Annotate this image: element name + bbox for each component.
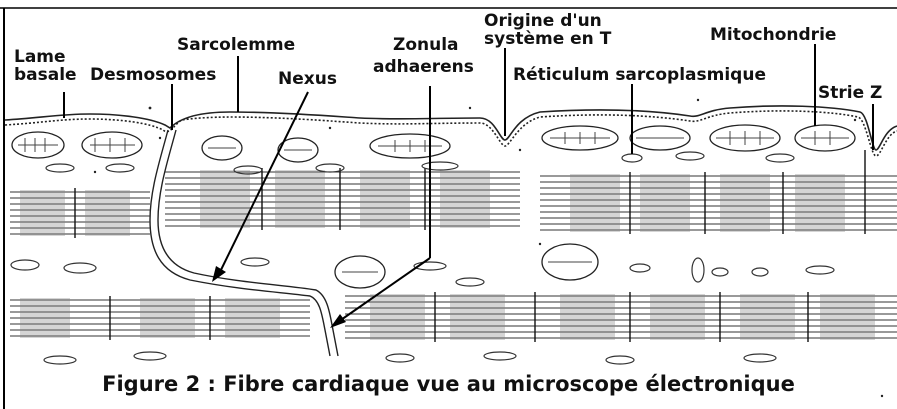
label-lame-basale-line1: Lame	[14, 48, 66, 66]
label-reticulum: Réticulum sarcoplasmique	[513, 66, 766, 84]
label-desmosomes: Desmosomes	[90, 66, 216, 84]
label-zonula-line2: adhaerens	[373, 58, 474, 76]
label-strie-z: Strie Z	[818, 84, 882, 102]
a-bands-bottom	[20, 294, 875, 340]
label-zonula-line1: Zonula	[393, 36, 459, 54]
figure-caption: Figure 2 : Fibre cardiaque vue au micros…	[0, 372, 897, 396]
label-sarcolemme: Sarcolemme	[177, 36, 295, 54]
label-origine-line1: Origine d'un	[484, 12, 602, 30]
stipple-dots	[94, 99, 883, 397]
label-nexus: Nexus	[278, 70, 337, 88]
label-mitochondrie: Mitochondrie	[710, 26, 836, 44]
arrowhead-nexus	[212, 266, 226, 282]
arrowhead-zonula	[330, 314, 346, 328]
label-lame-basale-line2: basale	[14, 66, 77, 84]
label-origine-line2: système en T	[484, 30, 611, 48]
